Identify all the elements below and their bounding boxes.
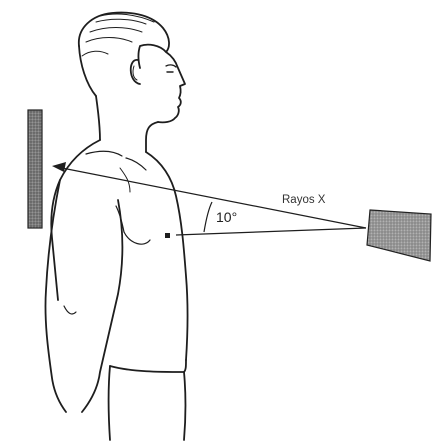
beam-label: Rayos X	[282, 194, 326, 206]
neck	[146, 122, 158, 152]
xray-tube	[367, 210, 431, 261]
angle-label: 10°	[216, 209, 237, 225]
beam-arrowhead	[52, 162, 66, 172]
nipple	[165, 233, 170, 238]
angle-arc	[204, 202, 212, 232]
arm	[45, 180, 66, 412]
film-plate	[28, 110, 42, 228]
back-line	[51, 140, 100, 300]
trousers	[109, 366, 111, 440]
patient-figure	[45, 13, 187, 440]
face-profile	[158, 52, 185, 122]
hair	[79, 13, 169, 68]
chest-line	[146, 152, 188, 360]
